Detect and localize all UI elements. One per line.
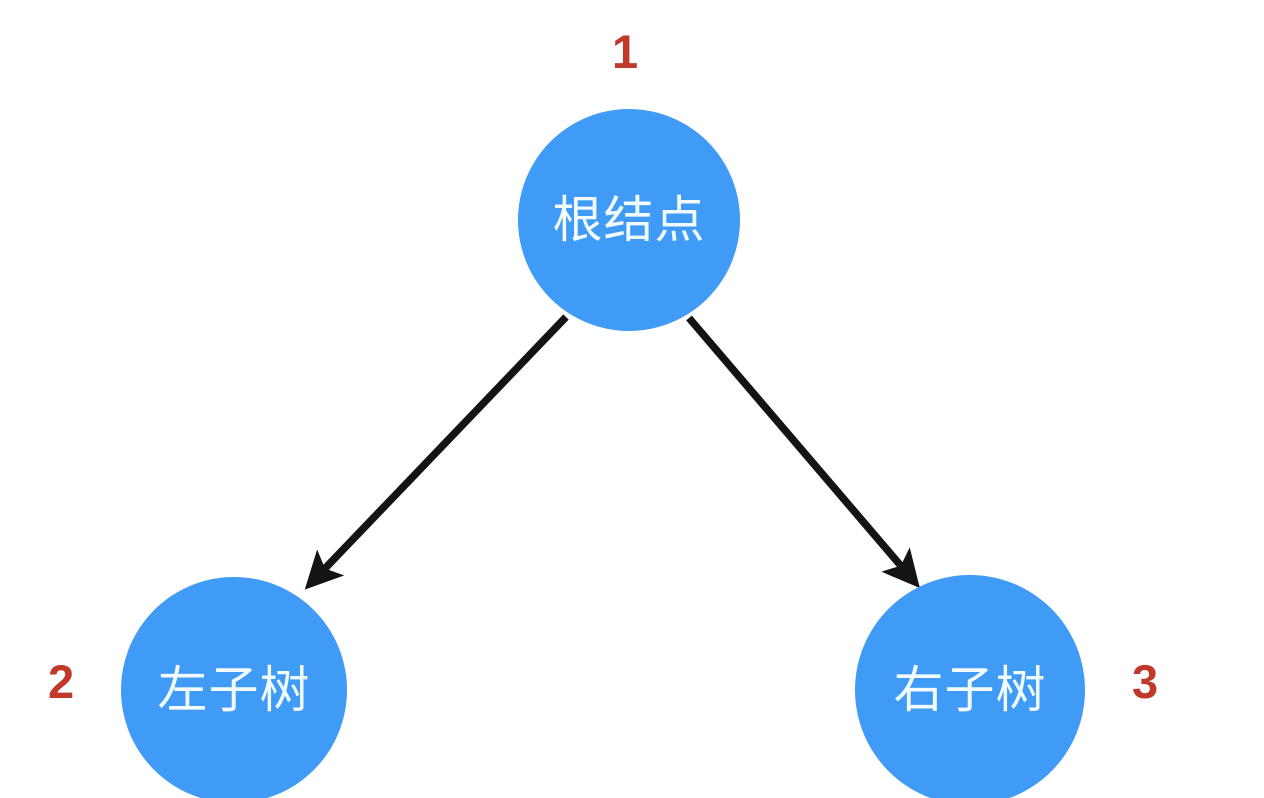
node-root[interactable]: 根结点: [518, 109, 740, 331]
annotation-number-right-subtree: 3: [1132, 655, 1159, 708]
edge-root-to-left-subtree: [304, 314, 569, 590]
node-right-subtree-label: 右子树: [893, 662, 1047, 718]
annotation-number-left-subtree: 2: [48, 655, 75, 708]
edge-root-to-right-subtree: [686, 315, 920, 588]
node-left-subtree-label: 左子树: [157, 662, 311, 718]
node-left-subtree[interactable]: 左子树: [121, 577, 347, 798]
node-right-subtree[interactable]: 右子树: [855, 575, 1085, 798]
watermark-text: ⠀⠀⠀⠀⠀: [1096, 769, 1154, 784]
node-root-label: 根结点: [552, 192, 706, 248]
annotation-number-root: 1: [612, 25, 639, 78]
